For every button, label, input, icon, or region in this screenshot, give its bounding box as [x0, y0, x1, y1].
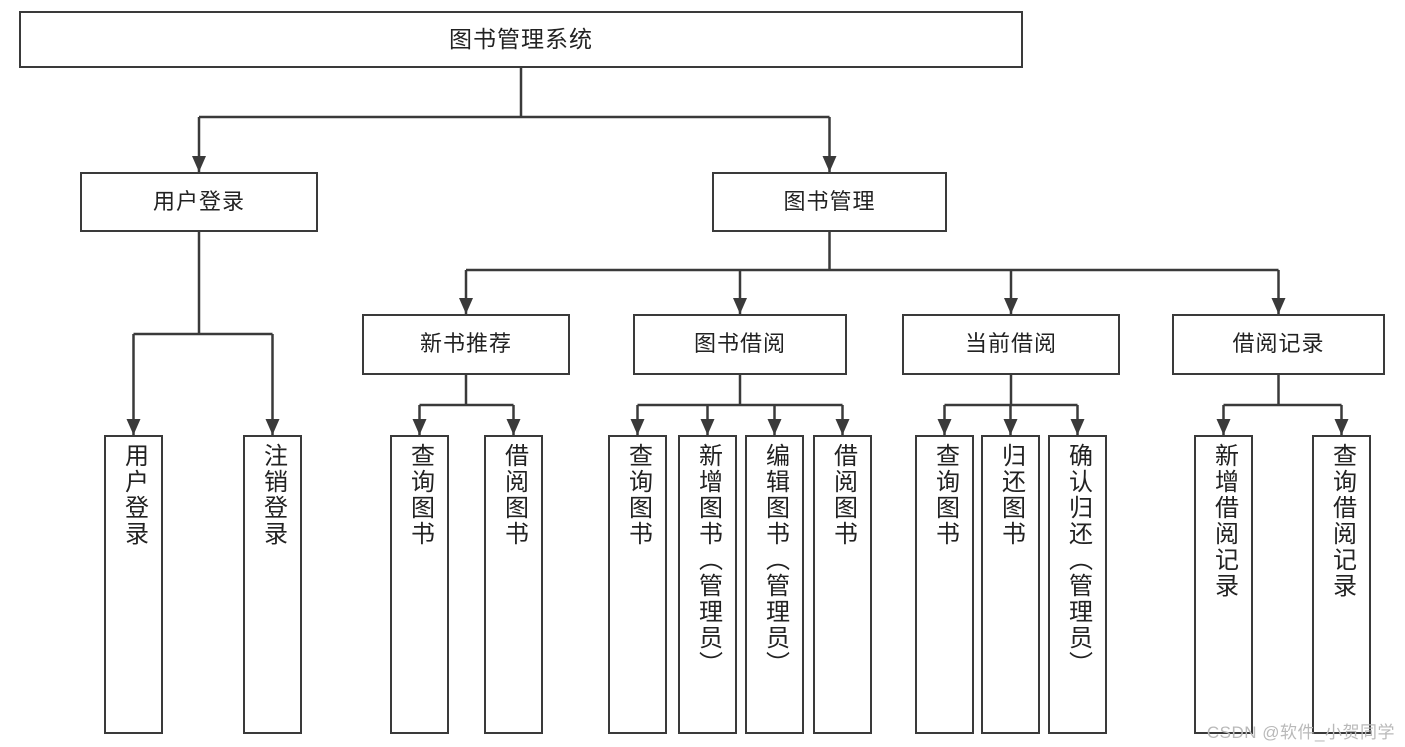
node-label: 注销登录 [259, 443, 287, 547]
node-leaf-add-borrow-record[interactable]: 新增借阅记录 [1194, 435, 1253, 734]
node-label: 编辑图书（管理员） [761, 443, 789, 677]
node-label: 用户登录 [120, 443, 148, 547]
node-leaf-user-login[interactable]: 用户登录 [104, 435, 163, 734]
node-label: 归还图书 [997, 443, 1025, 547]
node-leaf-borrow-book[interactable]: 借阅图书 [813, 435, 872, 734]
node-level1-user-login[interactable]: 用户登录 [80, 172, 318, 232]
node-label: 查询借阅记录 [1328, 443, 1356, 599]
node-label: 借阅记录 [1232, 331, 1325, 357]
node-leaf-return-book[interactable]: 归还图书 [981, 435, 1040, 734]
node-leaf-query-book-current[interactable]: 查询图书 [915, 435, 974, 734]
node-leaf-query-book-new[interactable]: 查询图书 [390, 435, 449, 734]
node-label: 图书借阅 [693, 331, 786, 357]
node-label: 查询图书 [624, 443, 652, 547]
node-leaf-confirm-return-admin[interactable]: 确认归还（管理员） [1048, 435, 1107, 734]
node-level2-borrow-record[interactable]: 借阅记录 [1172, 314, 1385, 375]
node-label: 当前借阅 [964, 331, 1057, 357]
node-label: 新增图书（管理员） [694, 443, 722, 677]
node-level2-new-book-recommend[interactable]: 新书推荐 [362, 314, 570, 375]
node-label: 借阅图书 [829, 443, 857, 547]
node-root[interactable]: 图书管理系统 [19, 11, 1023, 68]
node-label: 新书推荐 [419, 331, 512, 357]
node-leaf-add-book-admin[interactable]: 新增图书（管理员） [678, 435, 737, 734]
node-leaf-borrow-book-new[interactable]: 借阅图书 [484, 435, 543, 734]
node-leaf-logout[interactable]: 注销登录 [243, 435, 302, 734]
node-label: 查询图书 [406, 443, 434, 547]
node-label: 确认归还（管理员） [1064, 443, 1092, 677]
node-label: 图书管理系统 [449, 25, 593, 52]
node-label: 借阅图书 [500, 443, 528, 547]
node-label: 查询图书 [931, 443, 959, 547]
watermark: CSDN @软件_小贺同学 [1206, 723, 1395, 742]
node-label: 图书管理 [783, 188, 876, 214]
node-level2-current-borrow[interactable]: 当前借阅 [902, 314, 1120, 375]
node-label: 新增借阅记录 [1210, 443, 1238, 599]
node-leaf-edit-book-admin[interactable]: 编辑图书（管理员） [745, 435, 804, 734]
node-leaf-query-book-borrow[interactable]: 查询图书 [608, 435, 667, 734]
node-label: 用户登录 [152, 188, 245, 214]
node-leaf-query-borrow-record[interactable]: 查询借阅记录 [1312, 435, 1371, 734]
node-level2-book-borrow[interactable]: 图书借阅 [633, 314, 847, 375]
node-level1-book-management[interactable]: 图书管理 [712, 172, 947, 232]
